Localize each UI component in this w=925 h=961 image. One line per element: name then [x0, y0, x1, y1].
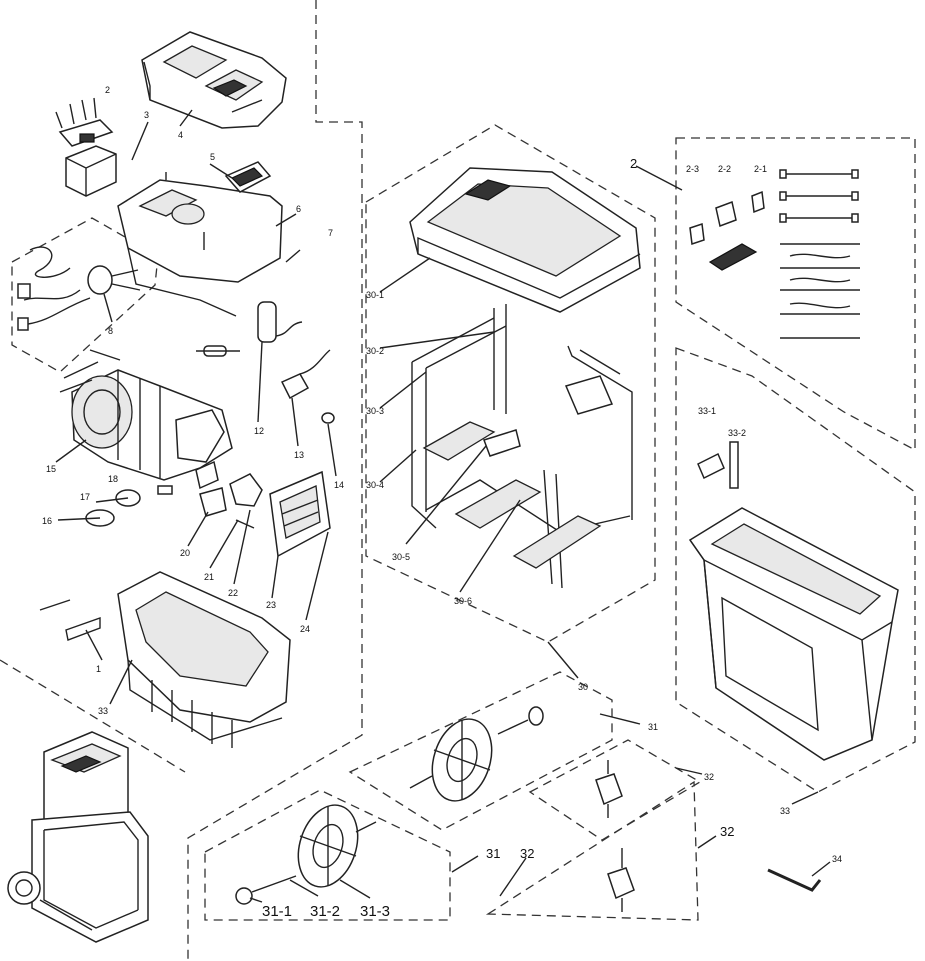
label-2: 2: [105, 85, 110, 95]
label-2-3: 2-3: [686, 164, 699, 174]
label-20: 20: [180, 548, 190, 558]
rubber-foot-icon: [595, 760, 635, 912]
label-30-3: 30-3: [366, 406, 384, 416]
label-30-5: 30-5: [392, 552, 410, 562]
label-6: 6: [296, 204, 301, 214]
label-2-2: 2-2: [718, 164, 731, 174]
stand-frame-icon: [409, 167, 641, 589]
label-32-box-right: 32: [720, 824, 734, 839]
label-14: 14: [334, 480, 344, 490]
shredder-assembled-icon: [7, 731, 149, 943]
label-33-bin: 33: [780, 806, 790, 816]
label-24: 24: [300, 624, 310, 634]
label-31-3: 31-3: [360, 903, 390, 920]
switch-box-icon: [55, 97, 117, 197]
label-30-6: 30-6: [454, 596, 472, 606]
label-7: 7: [328, 228, 333, 238]
label-30-1: 30-1: [366, 290, 384, 300]
label-13: 13: [294, 450, 304, 460]
label-4: 4: [178, 130, 183, 140]
cutter-assembly-icon: [57, 470, 331, 558]
label-23: 23: [266, 600, 276, 610]
label-16: 16: [42, 516, 52, 526]
label-33-1: 33-1: [698, 406, 716, 416]
label-21: 21: [204, 572, 214, 582]
label-30-4: 30-4: [366, 480, 384, 490]
label-12: 12: [254, 426, 264, 436]
lower-housing-icon: [39, 571, 291, 748]
capacitor-icon: [196, 301, 335, 424]
label-30-2: 30-2: [366, 346, 384, 356]
label-1: 1: [96, 664, 101, 674]
label-18: 18: [108, 474, 118, 484]
power-cable-icon: [17, 246, 141, 331]
label-15: 15: [46, 464, 56, 474]
label-33-2: 33-2: [728, 428, 746, 438]
part-labels: 2 3 4 5 6 7 8 12 13 14 15 16 17 18 20 21…: [42, 85, 842, 920]
label-34: 34: [832, 854, 842, 864]
label-17: 17: [80, 492, 90, 502]
label-22: 22: [228, 588, 238, 598]
label-33-housing: 33: [98, 706, 108, 716]
label-5: 5: [210, 152, 215, 162]
label-32-box: 32: [520, 846, 534, 861]
motor-icon: [59, 349, 233, 490]
hopper-cover-icon: [141, 31, 287, 129]
collection-bin-icon: [688, 441, 899, 761]
label-30: 30: [578, 682, 588, 692]
wheel-icon: [235, 706, 544, 905]
label-31-box: 31: [486, 846, 500, 861]
label-31-wheel: 31: [648, 722, 658, 732]
switch-parts-icon: [689, 169, 860, 339]
label-3: 3: [144, 110, 149, 120]
allen-key-icon: [767, 868, 822, 892]
label-31-2: 31-2: [310, 903, 340, 920]
label-2-box: 2: [630, 156, 637, 171]
leader-lines: [55, 109, 831, 903]
label-8: 8: [108, 326, 113, 336]
label-31-1: 31-1: [262, 903, 292, 920]
label-32-foot: 32: [704, 772, 714, 782]
label-2-1: 2-1: [754, 164, 767, 174]
upper-housing-icon: [117, 161, 301, 317]
